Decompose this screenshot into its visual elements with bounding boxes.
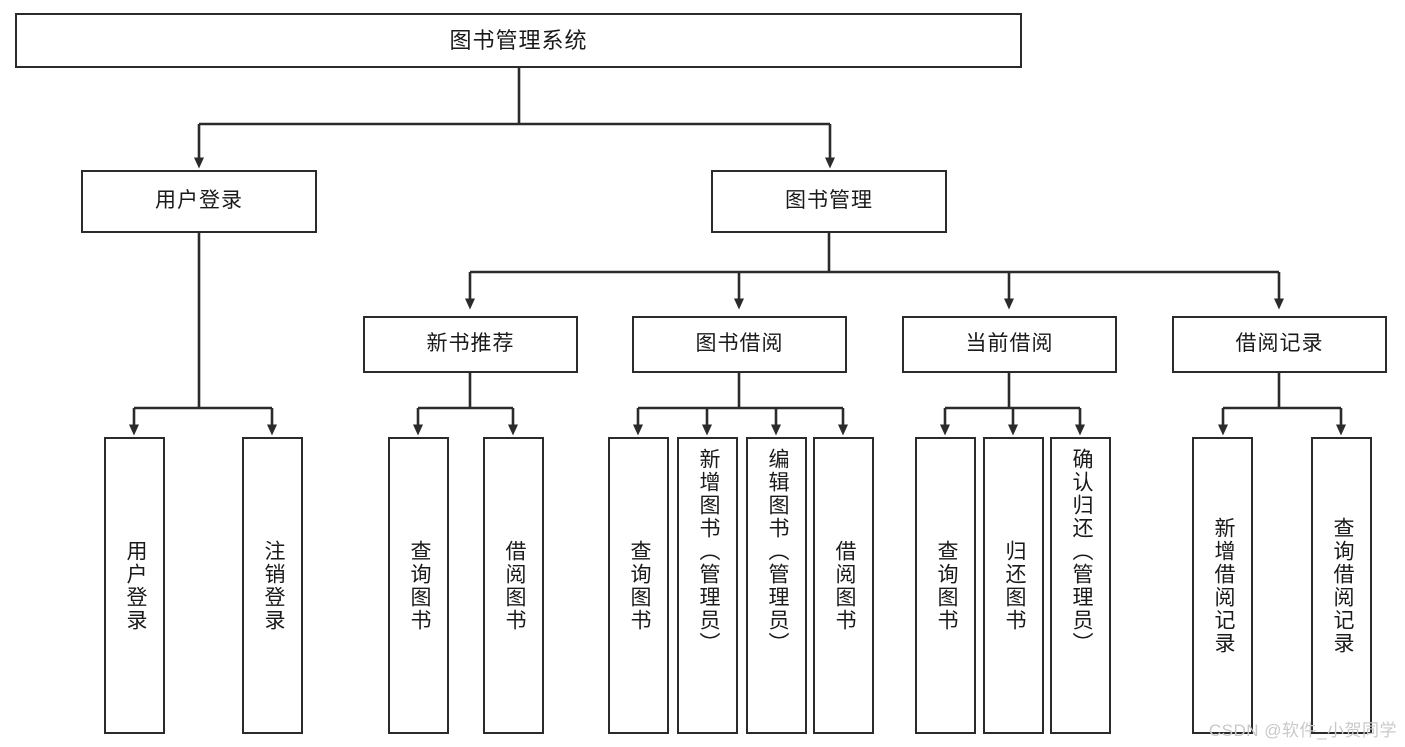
node-label: 当前借阅: [965, 332, 1054, 356]
leaf-record-add-borrow-record[interactable]: 新增借阅记录: [1192, 437, 1253, 734]
node-label: 用户登录: [155, 189, 243, 213]
node-label: 图书借阅: [695, 332, 784, 356]
node-label: 借阅图书: [502, 539, 526, 632]
node-user-login[interactable]: 用户登录: [81, 170, 317, 233]
leaf-record-query-borrow-record[interactable]: 查询借阅记录: [1311, 437, 1372, 734]
node-new-book-recommend[interactable]: 新书推荐: [363, 316, 578, 373]
node-label: 新增图书（管理员）: [696, 448, 720, 655]
leaf-current-return-book[interactable]: 归还图书: [983, 437, 1044, 734]
node-label: 借阅图书: [832, 539, 856, 632]
node-label: 新书推荐: [426, 332, 515, 356]
node-book-borrow[interactable]: 图书借阅: [632, 316, 847, 373]
node-label: 查询图书: [934, 539, 958, 632]
node-root-system[interactable]: 图书管理系统: [15, 13, 1022, 68]
leaf-current-query-book[interactable]: 查询图书: [915, 437, 976, 734]
leaf-current-confirm-return-admin[interactable]: 确认归还（管理员）: [1050, 437, 1111, 734]
node-current-borrow[interactable]: 当前借阅: [902, 316, 1117, 373]
leaf-borrow-query-book[interactable]: 查询图书: [608, 437, 669, 734]
node-label: 编辑图书（管理员）: [765, 448, 789, 655]
node-label: 图书管理: [785, 189, 873, 213]
node-label: 用户登录: [123, 539, 147, 632]
leaf-recommend-query-book[interactable]: 查询图书: [388, 437, 449, 734]
node-label: 确认归还（管理员）: [1069, 448, 1093, 655]
leaf-borrow-edit-book-admin[interactable]: 编辑图书（管理员）: [746, 437, 807, 734]
leaf-borrow-add-book-admin[interactable]: 新增图书（管理员）: [677, 437, 738, 734]
node-book-management[interactable]: 图书管理: [711, 170, 947, 233]
node-label: 注销登录: [261, 539, 285, 632]
node-label: 新增借阅记录: [1211, 516, 1235, 655]
leaf-borrow-borrow-book[interactable]: 借阅图书: [813, 437, 874, 734]
node-label: 归还图书: [1002, 539, 1026, 632]
node-label: 查询图书: [627, 539, 651, 632]
leaf-user-login[interactable]: 用户登录: [104, 437, 165, 734]
node-label: 查询借阅记录: [1330, 516, 1354, 655]
node-label: 图书管理系统: [449, 27, 588, 53]
csdn-watermark: CSDN @软件_小贺同学: [1208, 721, 1397, 740]
node-label: 借阅记录: [1235, 332, 1324, 356]
leaf-recommend-borrow-book[interactable]: 借阅图书: [483, 437, 544, 734]
node-borrow-record[interactable]: 借阅记录: [1172, 316, 1387, 373]
node-label: 查询图书: [407, 539, 431, 632]
leaf-user-logout[interactable]: 注销登录: [242, 437, 303, 734]
